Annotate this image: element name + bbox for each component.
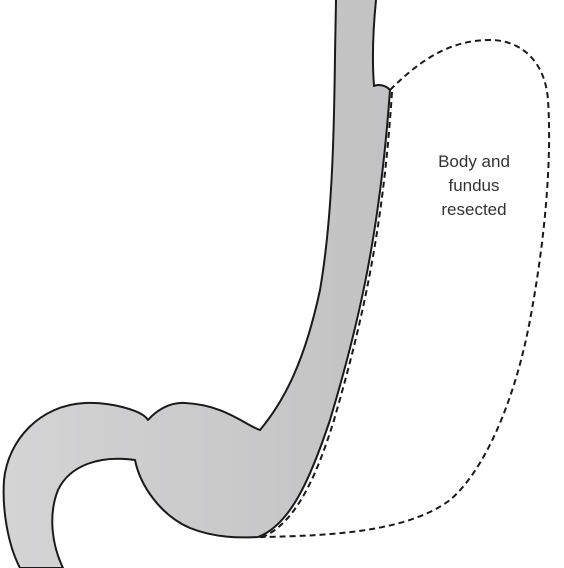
resection-label-line-1: Body and (414, 150, 534, 174)
resection-label: Body and fundus resected (414, 150, 534, 222)
resection-label-line-2: fundus (414, 174, 534, 198)
resection-label-line-3: resected (414, 198, 534, 222)
gastric-sleeve (4, 0, 390, 568)
